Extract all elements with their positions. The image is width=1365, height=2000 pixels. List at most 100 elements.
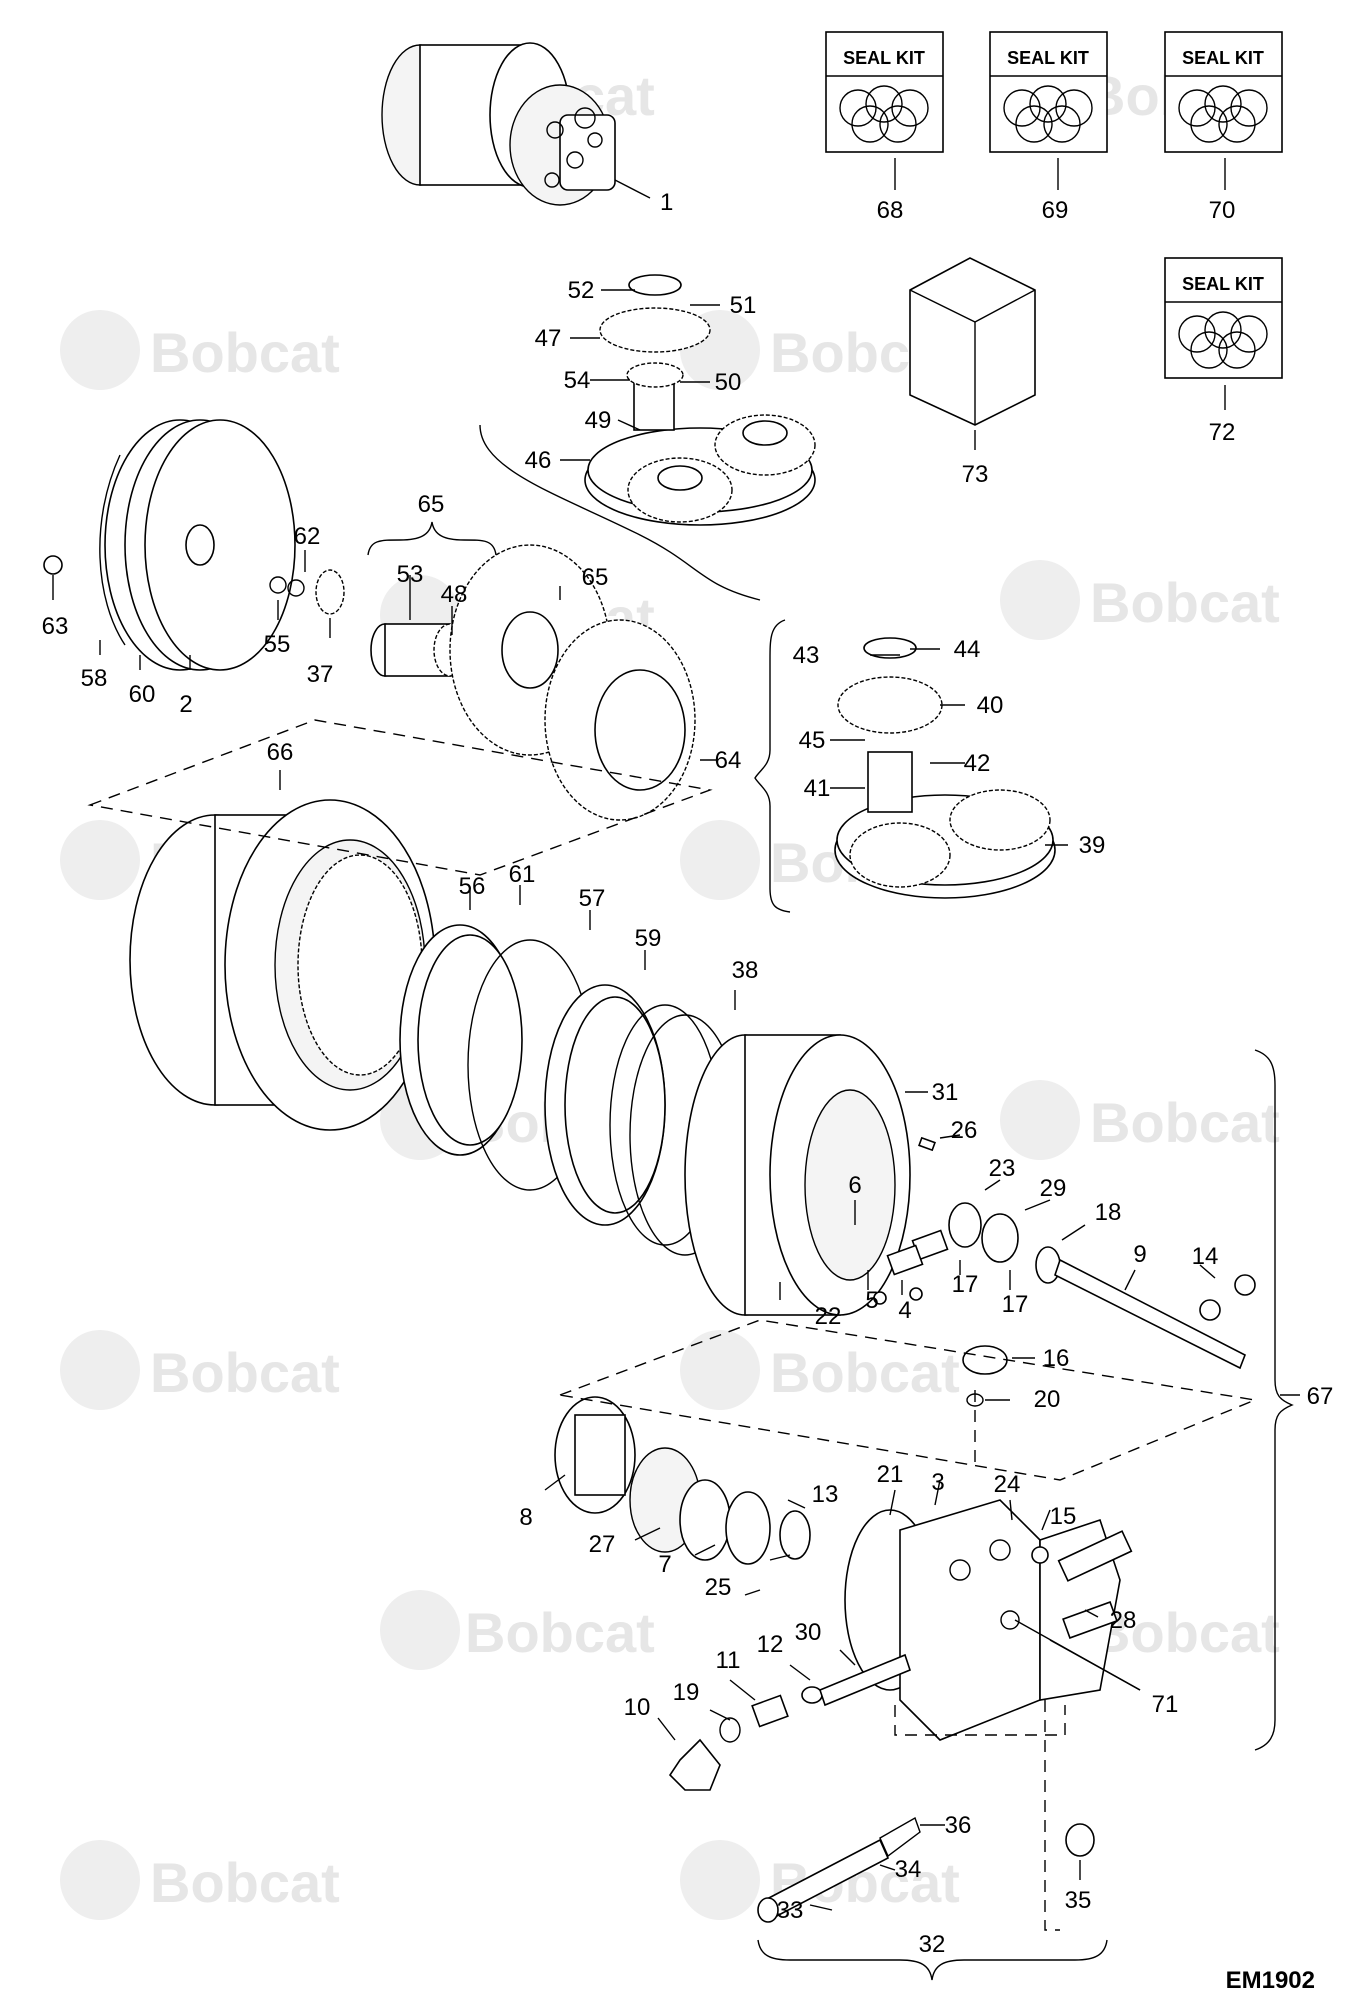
seal-kit-69: SEAL KIT bbox=[989, 31, 1108, 153]
planet-carrier-stage-3 bbox=[834, 637, 1056, 899]
callout-1: 1 bbox=[660, 189, 673, 216]
callout-9: 9 bbox=[1133, 1241, 1146, 1268]
callout-67: 67 bbox=[1307, 1383, 1334, 1410]
callout-56: 56 bbox=[459, 873, 486, 900]
callout-24: 24 bbox=[994, 1471, 1021, 1498]
watermark-text: Bobcat bbox=[1090, 1601, 1280, 1664]
callout-14: 14 bbox=[1192, 1243, 1219, 1270]
swashplate-pistons bbox=[873, 1136, 949, 1305]
callout-17a: 17 bbox=[952, 1271, 979, 1298]
watermark-text: Bobcat bbox=[465, 1601, 655, 1664]
callout-8: 8 bbox=[519, 1504, 532, 1531]
callout-40: 40 bbox=[977, 692, 1004, 719]
callout-45: 45 bbox=[799, 727, 826, 754]
callout-55: 55 bbox=[264, 631, 291, 658]
callout-72: 72 bbox=[1209, 419, 1236, 446]
callout-42: 42 bbox=[964, 750, 991, 777]
callout-47: 47 bbox=[535, 325, 562, 352]
callout-19: 19 bbox=[673, 1679, 700, 1706]
watermark-text: Bobcat bbox=[150, 1341, 340, 1404]
cartridge-32 bbox=[757, 1816, 1095, 1923]
callout-4: 4 bbox=[898, 1297, 911, 1324]
callout-59: 59 bbox=[635, 925, 662, 952]
callout-54: 54 bbox=[564, 367, 591, 394]
seal-kit-label: SEAL KIT bbox=[1007, 48, 1089, 68]
callout-22: 22 bbox=[815, 1303, 842, 1330]
callout-64: 64 bbox=[715, 747, 742, 774]
callout-60: 60 bbox=[129, 681, 156, 708]
watermark-logo: Bobcat bbox=[380, 1590, 655, 1670]
callout-38: 38 bbox=[732, 957, 759, 984]
callout-labels: 1 2 3 4 5 6 7 8 9 10 11 12 13 14 15 16 1… bbox=[42, 189, 1334, 1958]
callout-15: 15 bbox=[1050, 1503, 1077, 1530]
drawing-code: EM1902 bbox=[1226, 1967, 1315, 1994]
plug-16 bbox=[962, 1345, 1008, 1407]
watermark-text: Bobcat bbox=[1090, 1091, 1280, 1154]
callout-70: 70 bbox=[1209, 197, 1236, 224]
drive-shaft bbox=[1035, 1246, 1256, 1370]
callout-68: 68 bbox=[877, 197, 904, 224]
callout-16: 16 bbox=[1043, 1345, 1070, 1372]
watermark-logo: Bobcat bbox=[1000, 1080, 1280, 1160]
watermark-text: Bobcat bbox=[1090, 571, 1280, 634]
callout-48: 48 bbox=[441, 581, 468, 608]
watermark-logo: Bobcat bbox=[60, 310, 340, 390]
sun-gear-37 bbox=[269, 569, 345, 615]
callout-20: 20 bbox=[1034, 1386, 1061, 1413]
callout-32: 32 bbox=[919, 1931, 946, 1958]
seal-kit-72: SEAL KIT bbox=[1164, 257, 1283, 379]
callout-49: 49 bbox=[585, 407, 612, 434]
leader-lines bbox=[52, 158, 1300, 1911]
callout-35: 35 bbox=[1065, 1887, 1092, 1914]
callout-28: 28 bbox=[1110, 1607, 1137, 1634]
callout-27: 27 bbox=[589, 1531, 616, 1558]
final-drive-assembly bbox=[381, 42, 616, 206]
callout-34: 34 bbox=[895, 1856, 922, 1883]
callout-37: 37 bbox=[307, 661, 334, 688]
callout-21: 21 bbox=[877, 1461, 904, 1488]
relief-valve-assembly bbox=[668, 1653, 911, 1791]
seal-kit-label: SEAL KIT bbox=[1182, 48, 1264, 68]
callout-43: 43 bbox=[793, 642, 820, 669]
callout-36: 36 bbox=[945, 1812, 972, 1839]
callout-57: 57 bbox=[579, 885, 606, 912]
seal-kit-label: SEAL KIT bbox=[843, 48, 925, 68]
watermark-text: Bobcat bbox=[150, 1851, 340, 1914]
callout-25: 25 bbox=[705, 1574, 732, 1601]
callout-66: 66 bbox=[267, 739, 294, 766]
callout-3: 3 bbox=[931, 1469, 944, 1496]
seal-kit-70: SEAL KIT bbox=[1164, 31, 1283, 153]
kit-box-73 bbox=[909, 257, 1036, 426]
callout-46: 46 bbox=[525, 447, 552, 474]
callout-39: 39 bbox=[1079, 832, 1106, 859]
bearing-and-seal-stack bbox=[399, 924, 741, 1256]
callout-18: 18 bbox=[1095, 1199, 1122, 1226]
callout-2: 2 bbox=[179, 691, 192, 718]
callout-69: 69 bbox=[1042, 197, 1069, 224]
callout-7: 7 bbox=[658, 1551, 671, 1578]
callout-11: 11 bbox=[716, 1647, 741, 1674]
callout-29: 29 bbox=[1040, 1175, 1067, 1202]
planet-carrier-stage-2 bbox=[370, 544, 696, 821]
callout-50: 50 bbox=[715, 369, 742, 396]
callout-30: 30 bbox=[795, 1619, 822, 1646]
drive-cover bbox=[43, 419, 296, 671]
callout-73: 73 bbox=[962, 461, 989, 488]
watermark-text: Bobcat bbox=[770, 1341, 960, 1404]
seal-kit-68: SEAL KIT bbox=[825, 31, 944, 153]
planet-carrier-stage-1 bbox=[584, 274, 816, 526]
callout-62: 62 bbox=[294, 523, 321, 550]
callout-6: 6 bbox=[848, 1172, 861, 1199]
watermark-logo: Bobcat bbox=[680, 1330, 960, 1410]
callout-53: 53 bbox=[397, 561, 424, 588]
callout-33: 33 bbox=[777, 1897, 804, 1924]
callout-65a: 65 bbox=[418, 491, 445, 518]
callout-63: 63 bbox=[42, 613, 69, 640]
callout-26: 26 bbox=[951, 1117, 978, 1144]
cylinder-block bbox=[554, 1396, 811, 1565]
callout-31: 31 bbox=[932, 1079, 959, 1106]
callout-51: 51 bbox=[730, 292, 757, 319]
callout-41: 41 bbox=[804, 775, 831, 802]
callout-10: 10 bbox=[624, 1694, 651, 1721]
